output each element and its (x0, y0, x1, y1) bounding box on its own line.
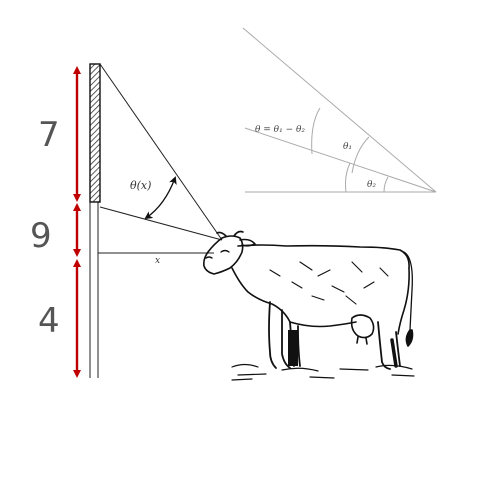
inset-ray-middle (244, 127, 437, 193)
segment-label-9: 9 (30, 216, 52, 256)
inset-arc-theta (311, 107, 321, 155)
inset-ray-top (242, 27, 437, 193)
segment-label-7: 7 (38, 115, 60, 155)
sight-lines (98, 63, 223, 254)
inset-arc-theta2 (345, 162, 351, 193)
inset-angle-diagram (242, 27, 437, 193)
hatched-screen (89, 63, 101, 203)
inset-arc-theta2-small (383, 176, 389, 193)
cow-illustration (203, 230, 415, 381)
segment-label-4: 4 (38, 301, 60, 341)
angle-label: θ(x) (130, 179, 151, 192)
inset-formula: θ = θ₁ − θ₂ (255, 125, 305, 135)
inset-theta1-label: θ₁ (343, 142, 352, 152)
distance-label: x (155, 256, 160, 266)
inset-theta2-label: θ₂ (367, 180, 376, 190)
angle-arc (144, 176, 177, 220)
inset-arc-theta1 (351, 136, 370, 174)
wall-post (89, 200, 99, 378)
sight-line-bottom (99, 206, 223, 241)
sight-line-top (99, 63, 223, 241)
